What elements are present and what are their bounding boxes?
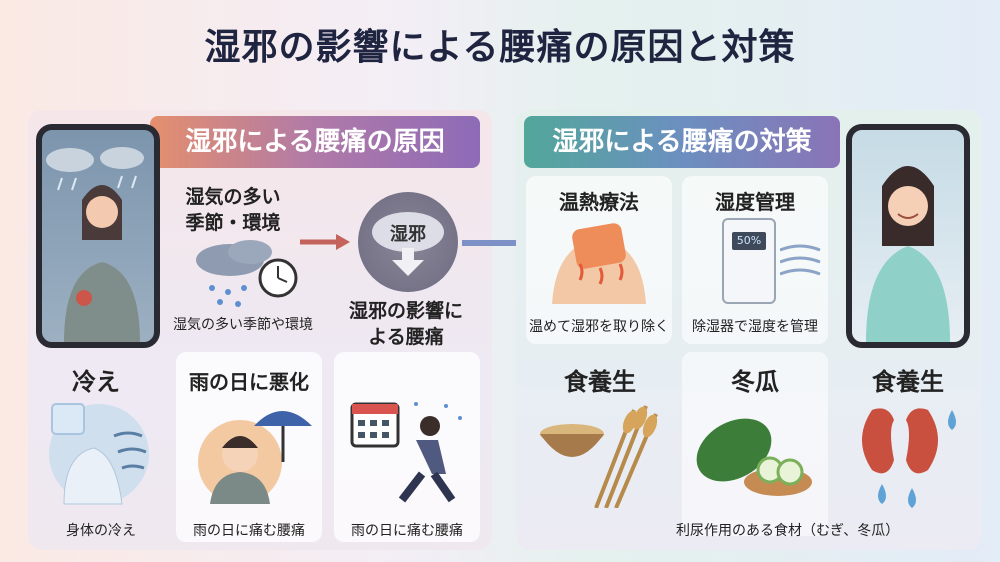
winter-melon-icon bbox=[696, 418, 812, 496]
causes-banner: 湿邪による腰痛の原因 bbox=[150, 116, 480, 168]
dampness-caption: 湿邪の影響に よる腰痛 bbox=[348, 300, 463, 348]
phone-happy-woman bbox=[846, 124, 970, 348]
humid-caption: 湿気の多い季節や環境 bbox=[173, 317, 313, 333]
person-umbrella-icon bbox=[198, 411, 312, 504]
rainy-heading: 雨の日に悪化 bbox=[189, 370, 309, 394]
cold-caption: 身体の冷え bbox=[66, 523, 136, 539]
wintermelon-caption: 利尿作用のある食材（むぎ、冬瓜） bbox=[676, 523, 900, 539]
heat-pad-back-icon bbox=[552, 223, 646, 304]
kidney-water-icon bbox=[862, 408, 956, 508]
heat-heading: 温熱療法 bbox=[559, 190, 639, 214]
cloud-down-arrow-icon bbox=[372, 212, 444, 276]
diet-heading-2: 食養生 bbox=[872, 368, 944, 396]
barley-bowl-icon bbox=[540, 405, 658, 508]
page-title: 湿邪の影響による腰痛の原因と対策 bbox=[204, 27, 796, 68]
heat-caption: 温めて湿邪を取り除く bbox=[529, 319, 669, 335]
rain-cloud-clock-icon bbox=[196, 240, 298, 307]
arrow-right-icon bbox=[300, 234, 350, 250]
humid-heading: 湿気の多い 季節・環境 bbox=[185, 186, 281, 234]
humidity-heading: 湿度管理 bbox=[715, 190, 795, 214]
rainy-caption: 雨の日に痛む腰痛 bbox=[193, 523, 305, 539]
diet-heading-1: 食養生 bbox=[564, 368, 636, 396]
dampness-cloud-label: 湿邪 bbox=[390, 224, 426, 245]
happy-woman-illustration bbox=[866, 166, 950, 342]
wintermelon-heading: 冬瓜 bbox=[731, 368, 779, 396]
phone-sad-woman bbox=[36, 124, 160, 348]
airflow-icon bbox=[780, 244, 821, 276]
dehumidifier-display: 50% bbox=[732, 232, 766, 250]
sad-woman-illustration bbox=[46, 147, 144, 342]
cold-heading: 冷え bbox=[72, 368, 120, 396]
dehumidifier-icon: 50% bbox=[722, 218, 776, 304]
rainy2-caption: 雨の日に痛む腰痛 bbox=[351, 523, 463, 539]
calendar-running-person-icon bbox=[350, 402, 462, 503]
remedies-banner: 湿邪による腰痛の対策 bbox=[524, 116, 840, 168]
humidity-caption: 除湿器で湿度を管理 bbox=[692, 319, 818, 335]
cold-person-icon bbox=[49, 403, 149, 505]
